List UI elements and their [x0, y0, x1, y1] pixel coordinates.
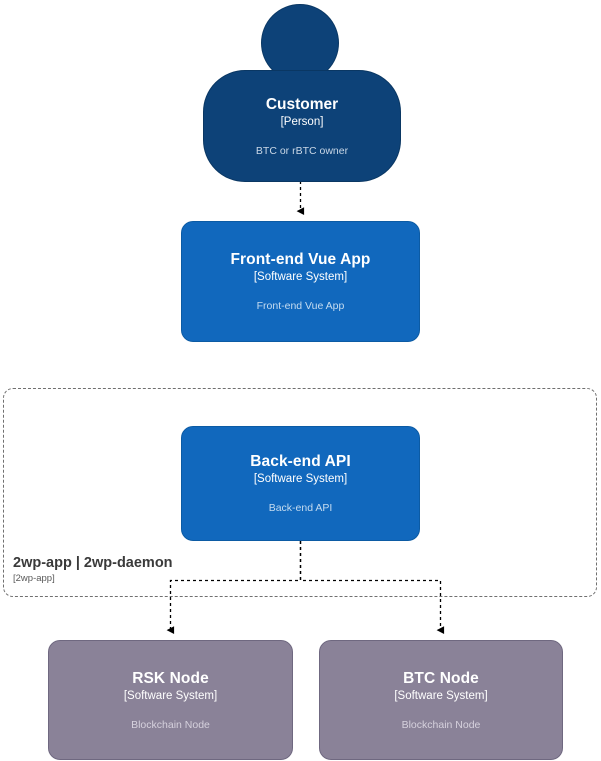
node-btc-node[interactable]: BTC Node [Software System] Blockchain No…: [319, 640, 563, 760]
node-description: Blockchain Node: [131, 718, 210, 731]
node-description: BTC or rBTC owner: [255, 144, 349, 157]
node-tech: [Person]: [280, 115, 324, 128]
node-tech: [Software System]: [253, 271, 348, 283]
boundary-name: 2wp-app | 2wp-daemon: [13, 555, 173, 571]
boundary-type: [2wp-app]: [13, 573, 55, 584]
node-frontend-vue-app[interactable]: Front-end Vue App [Software System] Fron…: [181, 221, 420, 342]
node-rsk-node[interactable]: RSK Node [Software System] Blockchain No…: [48, 640, 293, 760]
boundary-label: 2wp-app | 2wp-daemon [2wp-app]: [13, 554, 333, 585]
node-description: Front-end Vue App: [256, 300, 345, 312]
node-customer[interactable]: Customer [Person] BTC or rBTC owner: [203, 4, 401, 182]
node-title: RSK Node: [132, 669, 209, 687]
node-tech: [Software System]: [253, 473, 348, 485]
node-backend-api[interactable]: Back-end API [Software System] Back-end …: [181, 426, 420, 541]
person-body: Customer [Person] BTC or rBTC owner: [203, 70, 401, 182]
node-title: Back-end API: [250, 453, 351, 470]
node-description: Back-end API: [268, 502, 333, 514]
node-title: Front-end Vue App: [230, 251, 371, 268]
node-title: BTC Node: [403, 669, 479, 687]
node-description: Blockchain Node: [401, 718, 481, 731]
node-tech: [Software System]: [394, 689, 488, 702]
person-head-icon: [261, 4, 339, 82]
node-tech: [Software System]: [123, 689, 218, 702]
node-title: Customer: [265, 95, 339, 113]
